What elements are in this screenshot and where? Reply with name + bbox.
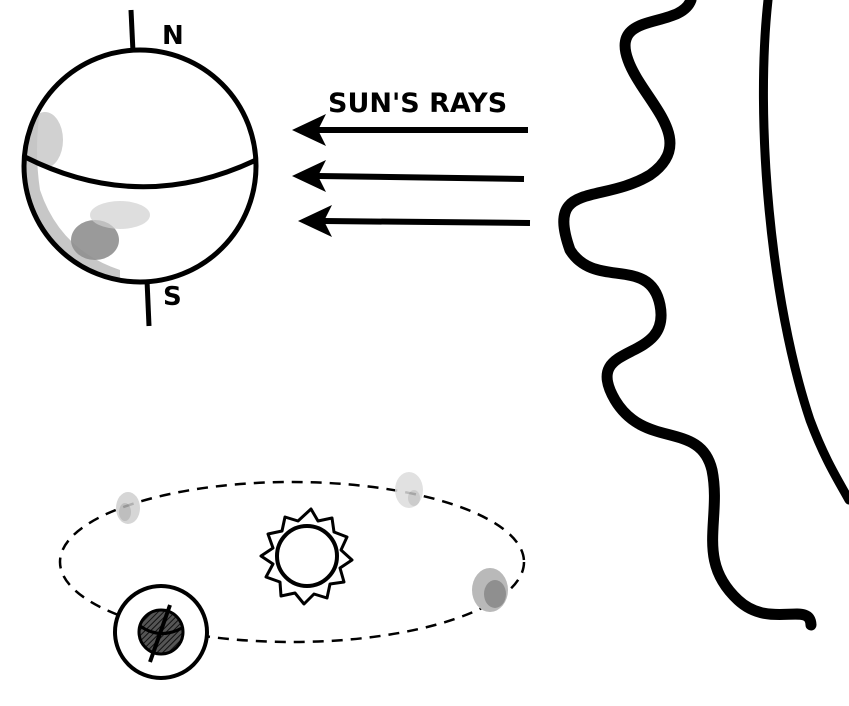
orbit-diagram [60, 472, 524, 678]
sun-inner-curve [763, 0, 849, 500]
rays-label: SUN'S RAYS [328, 88, 507, 119]
earth-globe: N S [23, 10, 256, 326]
ray-arrow-middle [292, 160, 524, 192]
sun-edge [564, 0, 849, 625]
night-side-shading [23, 110, 150, 282]
earth-position-top [395, 472, 423, 508]
earth-position-right [472, 568, 508, 612]
north-label: N [162, 21, 184, 51]
globe-outline [24, 50, 256, 282]
south-label: S [163, 282, 182, 312]
equator-line [25, 157, 256, 187]
sun-rays: SUN'S RAYS [292, 88, 530, 237]
ray-arrow-bottom [298, 205, 530, 237]
north-axis [131, 10, 133, 52]
south-axis [147, 280, 149, 326]
earth-position-top-left [116, 492, 140, 524]
earth-position-highlighted [115, 586, 207, 678]
small-sun [261, 509, 352, 604]
sun-wavy-outline [564, 0, 811, 625]
